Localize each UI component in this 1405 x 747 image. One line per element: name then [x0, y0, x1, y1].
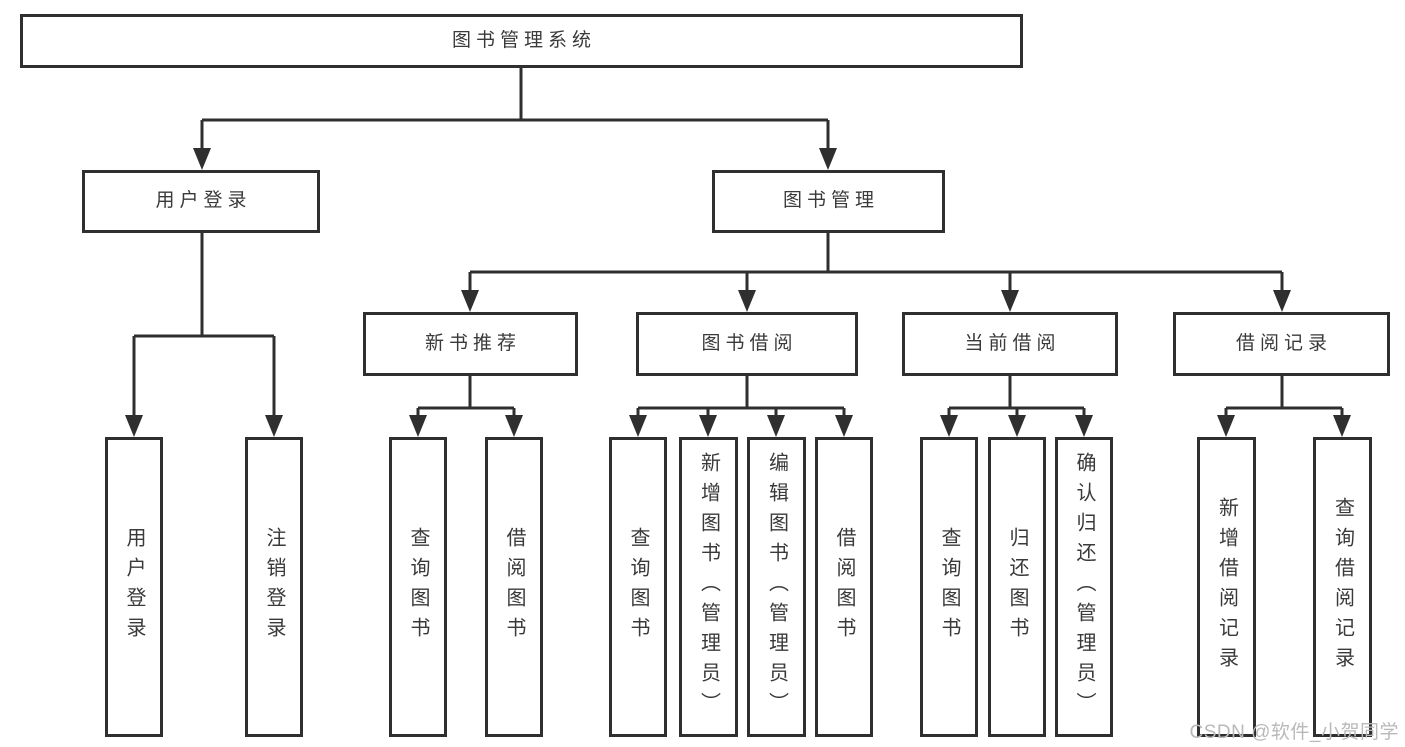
leaf-borrow-books-borrowing: 借阅图书: [815, 437, 873, 737]
node-book-management-label: 图书管理: [782, 190, 879, 212]
leaf-query-books-current: 查询图书: [920, 437, 978, 737]
node-current-borrowing-label: 当前借阅: [964, 332, 1061, 354]
edge-arrows-user-login: [125, 336, 283, 437]
leaf-query-books-borrowing-label: 查询图书: [627, 527, 649, 647]
leaf-borrow-books-recommend: 借阅图书: [485, 437, 543, 737]
leaf-query-borrow-record-label: 查询借阅记录: [1331, 497, 1354, 677]
leaf-borrow-books-borrowing-label: 借阅图书: [833, 527, 855, 647]
leaf-edit-books-admin: 编辑图书（管理员）: [747, 437, 806, 737]
leaf-user-login: 用户登录: [105, 437, 163, 737]
edge-arrows-book-borrowing: [629, 408, 853, 437]
leaf-query-books-borrowing: 查询图书: [609, 437, 667, 737]
leaf-query-books-recommend: 查询图书: [389, 437, 447, 737]
leaf-logout-label: 注销登录: [263, 527, 285, 647]
node-user-login-label: 用户登录: [155, 190, 252, 212]
edge-arrows-borrowing-records: [1217, 408, 1351, 437]
leaf-add-borrow-record: 新增借阅记录: [1197, 437, 1256, 737]
leaf-add-books-admin-label: 新增图书（管理员）: [697, 452, 720, 722]
leaf-logout: 注销登录: [245, 437, 303, 737]
leaf-user-login-label: 用户登录: [123, 527, 145, 647]
leaf-query-books-recommend-label: 查询图书: [407, 527, 429, 647]
node-user-login: 用户登录: [82, 170, 320, 233]
node-current-borrowing: 当前借阅: [902, 312, 1118, 376]
node-new-book-recommendation: 新书推荐: [363, 312, 578, 376]
leaf-query-borrow-record: 查询借阅记录: [1313, 437, 1372, 737]
leaf-add-books-admin: 新增图书（管理员）: [679, 437, 738, 737]
leaf-return-books: 归还图书: [988, 437, 1046, 737]
node-library-system-label: 图书管理系统: [451, 29, 596, 51]
edge-arrows-new-books: [409, 408, 523, 437]
leaf-add-borrow-record-label: 新增借阅记录: [1215, 497, 1238, 677]
node-library-system: 图书管理系统: [20, 14, 1023, 68]
node-book-borrowing-label: 图书借阅: [701, 332, 798, 354]
leaf-edit-books-admin-label: 编辑图书（管理员）: [765, 452, 788, 722]
edge-trunk-lines: [134, 68, 1342, 410]
edge-arrows-level3: [461, 272, 1291, 312]
leaf-return-books-label: 归还图书: [1006, 527, 1028, 647]
edge-arrows-level2: [193, 120, 837, 170]
node-borrowing-records-label: 借阅记录: [1235, 332, 1332, 354]
node-book-borrowing: 图书借阅: [636, 312, 858, 376]
node-new-book-recommendation-label: 新书推荐: [424, 332, 521, 354]
node-book-management: 图书管理: [712, 170, 945, 233]
leaf-confirm-return-admin-label: 确认归还（管理员）: [1073, 452, 1095, 722]
leaf-query-books-current-label: 查询图书: [938, 527, 960, 647]
edge-arrows-current-borrowing: [940, 408, 1093, 437]
leaf-borrow-books-recommend-label: 借阅图书: [503, 527, 525, 647]
node-borrowing-records: 借阅记录: [1173, 312, 1390, 376]
leaf-confirm-return-admin: 确认归还（管理员）: [1055, 437, 1113, 737]
